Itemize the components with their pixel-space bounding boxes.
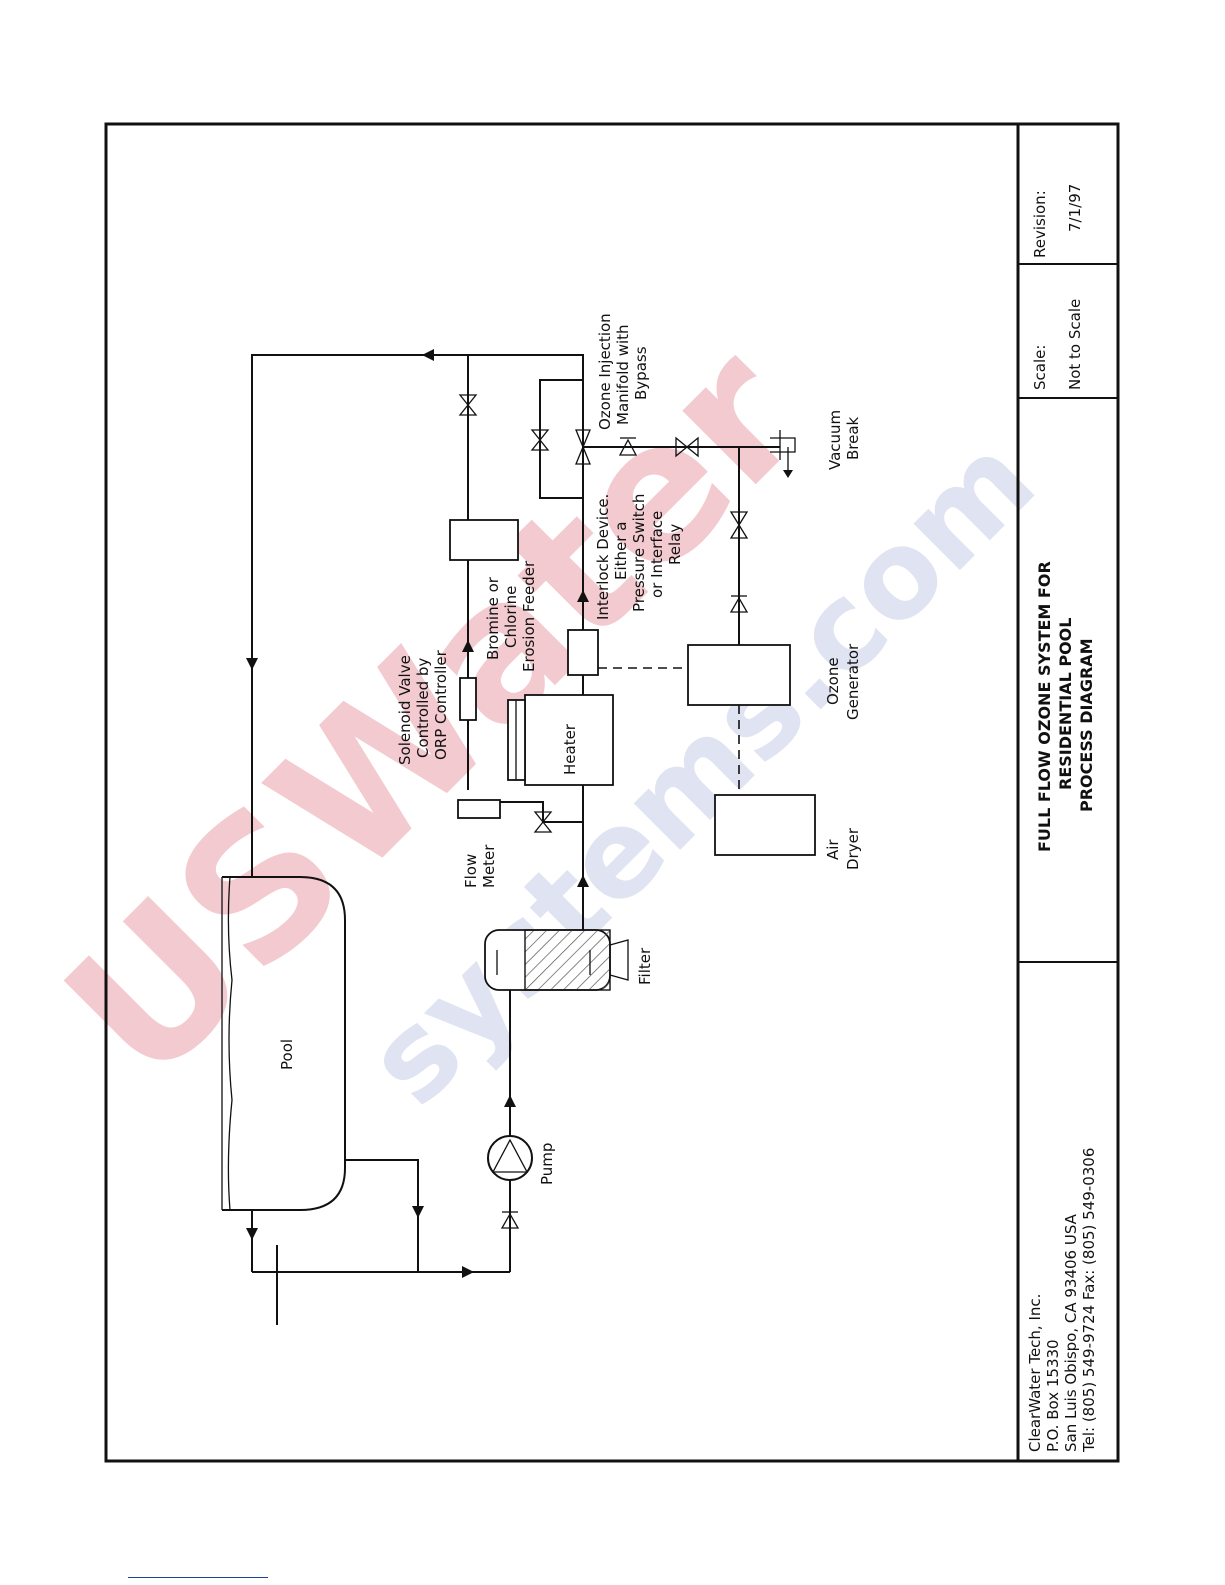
pool: Pool	[221, 876, 346, 1211]
solenoid-valve: Solenoid Valve Controlled by ORP Control…	[396, 649, 477, 765]
interlock-label-3: Pressure Switch	[630, 494, 648, 612]
drawing-title: FULL FLOW OZONE SYSTEM FOR RESIDENTIAL P…	[1035, 561, 1096, 852]
pump-label: Pump	[538, 1143, 556, 1185]
generator-label-1: Ozone	[824, 657, 842, 705]
flow-meter-valve	[533, 811, 553, 833]
flow-meter-label-1: Flow	[462, 854, 480, 888]
generator-valve	[729, 511, 749, 539]
vacuum-label-1: Vacuum	[826, 410, 844, 470]
vacuum-break: Vacuum Break	[770, 410, 862, 478]
air-dryer: Air Dryer	[714, 794, 862, 870]
generator-check-valve	[729, 595, 749, 613]
arrow-riser	[577, 590, 589, 602]
ozone-generator: Ozone Generator	[687, 643, 862, 720]
injection-label-2: Manifold with	[614, 324, 632, 425]
solenoid-label-2: Controlled by	[414, 658, 432, 758]
heater: Heater	[507, 694, 614, 786]
company-info: ClearWater Tech, Inc. P.O. Box 15330 San…	[1026, 1148, 1098, 1453]
interlock-device: Interlock Device. Either a Pressure Swit…	[567, 494, 684, 676]
flow-meter: Flow Meter	[457, 799, 501, 888]
footer-rule	[128, 1577, 268, 1578]
title-line-2: RESIDENTIAL POOL	[1056, 618, 1075, 790]
company-line-4: Tel: (805) 549-9724 Fax: (805) 549-0306	[1080, 1148, 1098, 1453]
filter-label: Filter	[636, 947, 654, 985]
injection-label-3: Bypass	[632, 346, 650, 400]
title-line-1: FULL FLOW OZONE SYSTEM FOR	[1035, 561, 1054, 852]
revision-value: 7/1/97	[1066, 184, 1084, 232]
revision-cell: Revision: 7/1/97	[1031, 184, 1084, 258]
dryer-label-1: Air	[824, 839, 842, 860]
feeder-valve	[458, 394, 478, 416]
pool-label: Pool	[278, 1039, 296, 1070]
scale-label: Scale:	[1031, 345, 1049, 390]
injector-valve	[675, 436, 699, 458]
scale-cell: Scale: Not to Scale	[1031, 299, 1084, 390]
solenoid-label-1: Solenoid Valve	[396, 655, 414, 765]
arrow-pool-out	[246, 1228, 258, 1240]
revision-label: Revision:	[1031, 190, 1049, 258]
interlock-label-4: or Interface	[648, 511, 666, 598]
solenoid-label-3: ORP Controller	[432, 649, 450, 760]
injector-check-valve	[618, 437, 638, 456]
arrow-feeder	[462, 640, 474, 652]
flow-meter-label-2: Meter	[480, 844, 498, 888]
erosion-feeder: Bromine or Chlorine Erosion Feeder	[449, 519, 538, 672]
arrow-return-top	[422, 349, 434, 361]
signal-lines	[598, 667, 740, 795]
generator-label-2: Generator	[844, 643, 862, 720]
feeder-label-1: Bromine or	[484, 576, 502, 660]
pump-check-valve	[500, 1211, 520, 1229]
heater-label: Heater	[561, 723, 579, 775]
feeder-label-2: Chlorine	[502, 586, 520, 648]
company-line-1: ClearWater Tech, Inc.	[1026, 1294, 1044, 1452]
company-line-3: San Luis Obispo, CA 93406 USA	[1062, 1213, 1080, 1452]
arrow-return-down	[246, 658, 258, 670]
title-line-3: PROCESS DIAGRAM	[1077, 638, 1096, 812]
dryer-label-2: Dryer	[844, 827, 862, 870]
arrow-drain	[412, 1206, 424, 1218]
bypass-valve	[530, 429, 550, 451]
interlock-label-1: Interlock Device.	[594, 494, 612, 620]
company-line-2: P.O. Box 15330	[1044, 1339, 1062, 1452]
filter: Filter	[484, 929, 654, 991]
ozone-injector: Ozone Injection Manifold with Bypass	[575, 313, 650, 465]
arrow-filter-out	[577, 875, 589, 887]
scale-value: Not to Scale	[1066, 299, 1084, 390]
injection-label-1: Ozone Injection	[596, 313, 614, 430]
flow-arrows	[246, 349, 589, 1278]
interlock-label-2: Either a	[612, 522, 630, 580]
interlock-label-5: Relay	[666, 524, 684, 565]
vacuum-label-2: Break	[844, 416, 862, 460]
title-block	[1016, 124, 1118, 1461]
feeder-label-3: Erosion Feeder	[520, 560, 538, 672]
drawing-border	[104, 122, 1120, 1463]
arrow-pump-out	[504, 1095, 516, 1107]
pump: Pump	[487, 1135, 556, 1185]
arrow-suction	[462, 1266, 474, 1278]
